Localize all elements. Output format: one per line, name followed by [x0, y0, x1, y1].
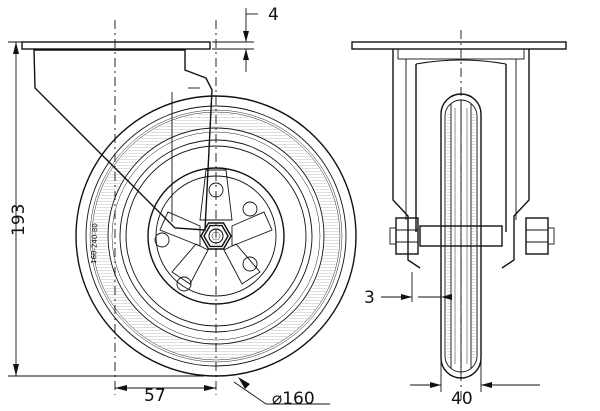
offset-label: 57 [144, 386, 166, 406]
rim-spokes [159, 169, 273, 285]
plate-thickness-label: 4 [268, 5, 279, 25]
front-view: 160-240-80 193 4 5 [8, 5, 357, 409]
axle-nut [203, 224, 229, 248]
side-top-plate [351, 41, 567, 50]
side-view: 3 40 [351, 30, 567, 409]
diameter-leader: ⌀160 [233, 377, 330, 409]
bolt-head-left [395, 217, 419, 255]
diameter-label: ⌀160 [272, 389, 315, 409]
side-tread [447, 112, 451, 360]
width-dimension: 40 [410, 360, 540, 409]
width-label: 40 [451, 389, 473, 409]
hub-gap-label: 3 [364, 288, 375, 308]
nut-right [525, 217, 549, 255]
height-dimension: 193 [8, 41, 204, 377]
hub-gap-dimension: 3 [364, 272, 452, 308]
tire-marking: 160-240-80 [90, 223, 99, 264]
offset-dimension: 57 [115, 385, 216, 406]
height-label: 193 [9, 204, 29, 236]
top-plate [21, 41, 211, 50]
plate-thickness-dimension: 4 [212, 5, 279, 72]
